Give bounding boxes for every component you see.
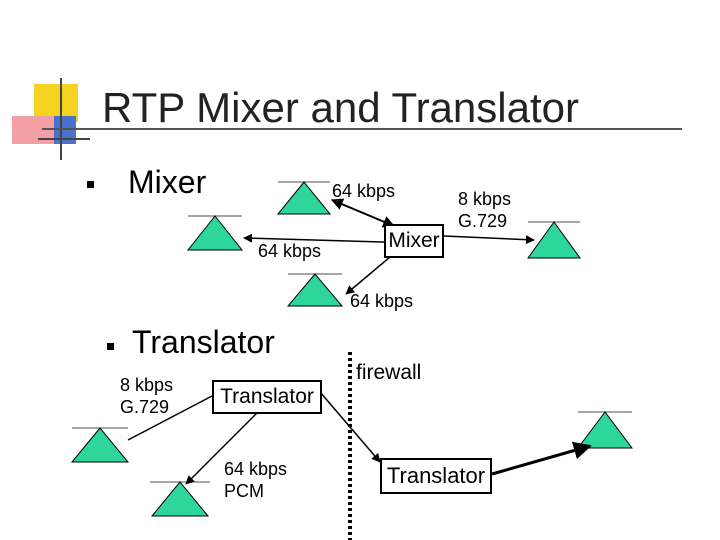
mixer-link-bottom-label: 64 kbps	[350, 291, 414, 311]
title-divider	[42, 128, 682, 130]
endpoint-top-icon	[276, 181, 332, 215]
translator-link-in	[127, 395, 213, 441]
mixer-box: Mixer	[384, 224, 444, 258]
deco-blue-square	[54, 116, 76, 144]
endpoint-bottom-icon	[286, 273, 344, 307]
deco-vertical-line	[60, 78, 62, 160]
translator-box-2: Translator	[380, 458, 492, 494]
bullet-marker-mixer	[87, 181, 94, 188]
bullet-label-translator: Translator	[132, 324, 275, 360]
mixer-link-top	[330, 198, 396, 228]
mixer-link-top-label: 64 kbps	[332, 181, 396, 201]
deco-horizontal-line	[38, 138, 90, 140]
mixer-link-right-rate: 8 kbps	[458, 189, 512, 209]
deco-yellow-square	[34, 84, 78, 122]
endpoint-right-icon	[527, 221, 581, 259]
translator-down-rate: 64 kbps	[224, 459, 288, 479]
endpoint-translator-left-icon	[70, 427, 130, 463]
translator-in-rate: 8 kbps	[120, 375, 174, 395]
translator-in-codec: G.729	[120, 397, 170, 417]
slide-title: RTP Mixer and Translator	[102, 84, 579, 131]
mixer-link-left-label: 64 kbps	[258, 241, 322, 261]
mixer-link-left	[243, 233, 385, 243]
translator-link-down	[185, 411, 259, 485]
bullet-label-mixer: Mixer	[128, 164, 207, 200]
mixer-link-bottom	[345, 251, 397, 295]
firewall-label: firewall	[356, 361, 422, 384]
mixer-link-right	[443, 235, 535, 245]
translator-box-1: Translator	[212, 380, 322, 414]
endpoint-translator-right-icon	[577, 411, 633, 449]
endpoint-left-icon	[186, 215, 244, 251]
endpoint-translator-bottom-icon	[150, 481, 210, 517]
translator-link-out	[491, 441, 592, 476]
translator-down-codec: PCM	[224, 481, 264, 501]
mixer-link-right-codec: G.729	[458, 211, 508, 231]
bullet-marker-translator	[107, 343, 114, 350]
